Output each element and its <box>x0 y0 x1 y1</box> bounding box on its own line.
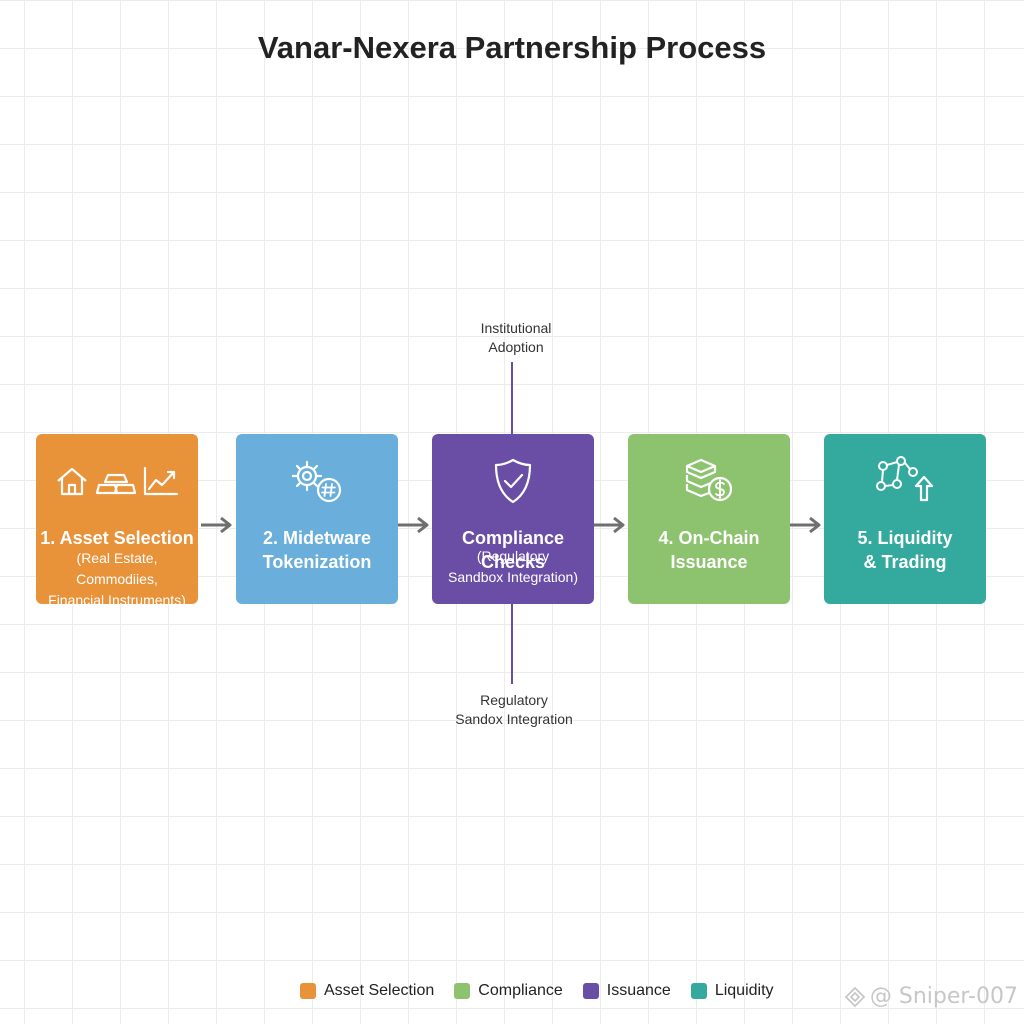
gear-icon <box>291 460 323 492</box>
step-1-sub: (Real Estate, Commodiies, Financial Inst… <box>36 548 198 611</box>
legend-swatch <box>300 983 316 999</box>
legend-swatch <box>582 983 599 999</box>
step-4-on-chain-issuance: 4. On-Chain Issuance <box>628 434 790 604</box>
step-4-label: 4. On-Chain Issuance <box>628 526 790 574</box>
arrow-2-3 <box>398 516 429 534</box>
arrow-4-5 <box>790 516 821 534</box>
chart-growth-icon <box>143 466 179 496</box>
annotation-bottom-line-1: Regulatory <box>480 692 548 708</box>
step-5-label-line-1: 5. Liquidity <box>857 528 953 548</box>
step-2-icons <box>236 456 398 506</box>
step-1-asset-selection: 1. Asset Selection (Real Estate, Commodi… <box>36 434 198 608</box>
annotation-top-line-1: Institutional <box>480 320 552 336</box>
step-5-icons <box>824 456 986 506</box>
step-4-label-line-1: 4. On-Chain <box>658 528 760 548</box>
step-3-sub: (Regulatory Sandbox Integration) <box>432 546 594 588</box>
step-2-label-line-1: 2. Midetware <box>262 528 372 548</box>
step-3-compliance-checks: Compliance Checks (Regulatory Sandbox In… <box>432 434 594 604</box>
shield-check-icon <box>494 458 532 504</box>
arrow-3-4 <box>594 516 625 534</box>
step-1-sub-line-2: Financial Instruments) <box>48 592 186 608</box>
step-5-label: 5. Liquidity & Trading <box>824 526 986 574</box>
legend-item-issuance: Issuance <box>582 982 671 1000</box>
gear-hash-icon <box>291 460 342 503</box>
token-stack-icon <box>685 458 733 502</box>
step-1-icons <box>36 456 198 506</box>
legend-swatch <box>690 983 707 999</box>
watermark: @ Sniper-007 <box>844 984 1018 1009</box>
legend-item-asset-selection: Asset Selection <box>300 982 434 1000</box>
annotation-top: Institutional Adoption <box>416 319 616 357</box>
connector-bottom <box>511 604 513 684</box>
legend-label: Compliance <box>478 982 563 999</box>
diamond-logo-icon <box>844 986 866 1007</box>
step-2-tokenization: 2. Midetware Tokenization <box>236 434 398 604</box>
house-icon <box>57 467 87 496</box>
legend: Asset Selection Compliance Issuance Liqu… <box>300 980 774 1002</box>
annotation-top-line-2: Adoption <box>488 339 544 355</box>
step-3-sub-line-1: (Regulatory <box>476 548 550 564</box>
annotation-bottom: Regulatory Sandox Integration <box>414 691 614 729</box>
hash-icon <box>316 477 342 503</box>
legend-swatch <box>454 983 471 999</box>
connector-top <box>511 362 513 434</box>
step-1-sub-line-1: (Real Estate, Commodiies, <box>76 550 158 587</box>
step-1-label: 1. Asset Selection <box>40 528 194 548</box>
watermark-text: @ Sniper-007 <box>869 984 1018 1009</box>
gold-bars-icon <box>96 473 136 495</box>
legend-item-liquidity: Liquidity <box>690 982 774 1000</box>
step-3-label: Compliance Checks <box>461 528 565 572</box>
step-2-label: 2. Midetware Tokenization <box>236 526 398 574</box>
page-title: Vanar-Nexera Partnership Process <box>257 30 767 65</box>
step-5-label-line-2: & Trading <box>863 552 947 572</box>
step-3-icons <box>432 456 594 506</box>
arrow-1-2 <box>201 516 232 534</box>
step-2-label-line-2: Tokenization <box>262 552 372 572</box>
step-5-liquidity-trading: 5. Liquidity & Trading <box>824 434 986 604</box>
step-4-icons <box>628 456 790 506</box>
step-3-sub-line-2: Sandbox Integration) <box>448 569 578 585</box>
legend-label: Liquidity <box>714 982 774 999</box>
legend-label: Asset Selection <box>324 982 435 999</box>
step-4-label-line-2: Issuance <box>670 552 748 572</box>
annotation-bottom-line-2: Sandox Integration <box>455 711 573 727</box>
network-upload-icon <box>876 456 934 502</box>
legend-label: Issuance <box>606 982 671 999</box>
legend-item-compliance: Compliance <box>454 982 563 1000</box>
